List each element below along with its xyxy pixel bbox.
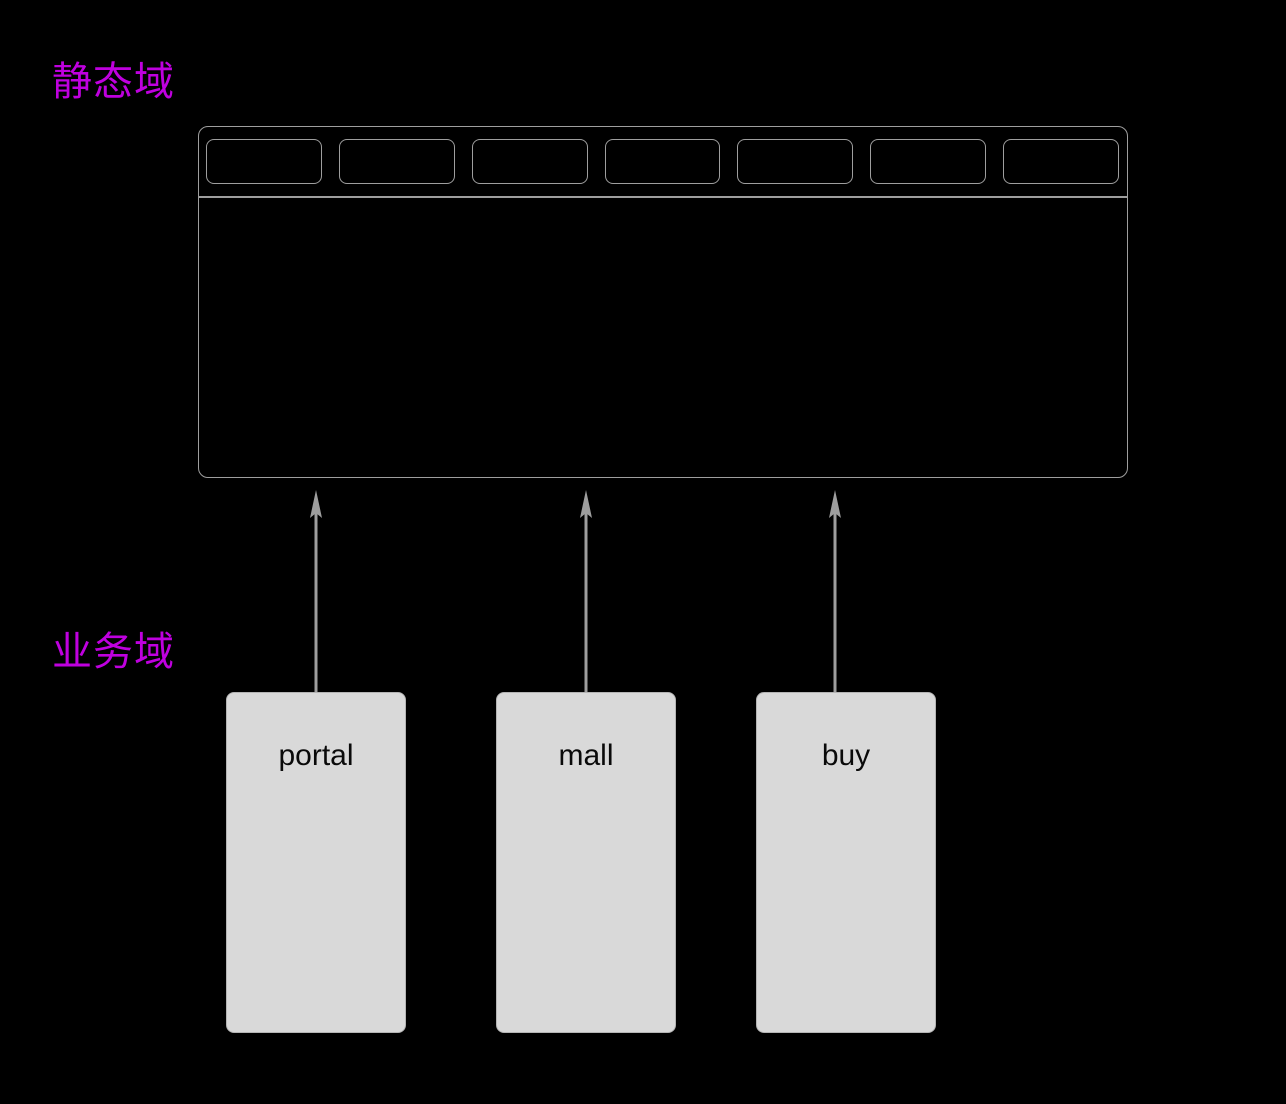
arrow-up-icon [829,490,841,692]
shell-divider [199,196,1127,198]
shell-tab-7[interactable] [1003,139,1120,184]
connector-mall-to-shell [574,490,598,692]
shell-tab-2[interactable] [338,139,455,184]
business-domain-label: 业务域 [52,629,175,675]
service-box-buy[interactable]: buy [756,692,936,1033]
static-domain-label: 静态域 [52,59,175,105]
arrow-up-icon [580,490,592,692]
service-label-mall: mall [558,739,614,772]
shell-tab-1[interactable] [206,139,322,184]
static-domain-shell [198,126,1128,478]
shell-tab-3[interactable] [471,139,588,184]
shell-tab-5[interactable] [737,139,854,184]
connector-portal-to-shell [304,490,328,692]
shell-tab-4[interactable] [604,139,721,184]
service-box-mall[interactable]: mall [496,692,676,1033]
shell-tab-bar [199,127,1127,196]
shell-tab-6[interactable] [870,139,987,184]
service-box-portal[interactable]: portal [226,692,406,1033]
service-label-portal: portal [278,739,354,772]
service-label-buy: buy [821,739,871,772]
connector-buy-to-shell [823,490,847,692]
shell-content-area [199,198,1127,477]
arrow-up-icon [310,490,322,692]
